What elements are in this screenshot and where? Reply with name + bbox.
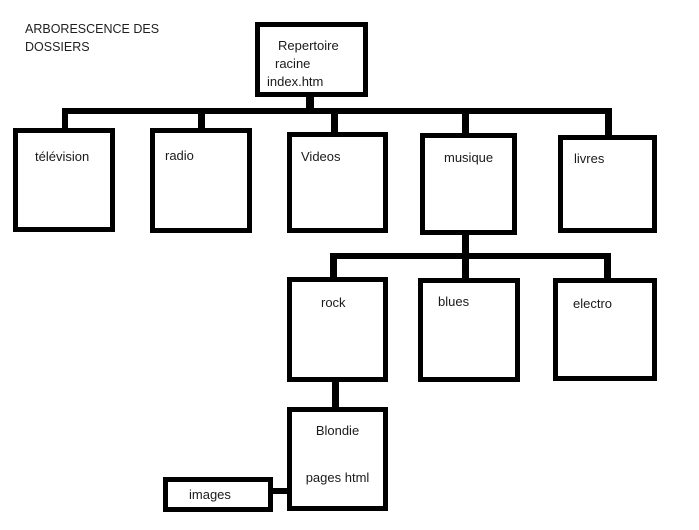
node-television-label: télévision bbox=[35, 149, 90, 164]
connector-drop-electro bbox=[604, 253, 611, 281]
node-images-label: images bbox=[189, 487, 231, 502]
node-repertoire-racine: Repertoire racine index.htm bbox=[255, 22, 368, 97]
node-livres-label: livres bbox=[574, 151, 605, 166]
node-repertoire-line1: Repertoire bbox=[278, 38, 339, 53]
node-blues-label: blues bbox=[438, 294, 470, 309]
node-electro: electro bbox=[553, 278, 657, 381]
connector-drop-radio bbox=[198, 108, 205, 131]
node-electro-label: electro bbox=[573, 296, 613, 311]
connector-root-stub bbox=[306, 94, 314, 114]
node-blondie-line1: Blondie bbox=[315, 423, 360, 438]
connector-drop-videos bbox=[331, 108, 338, 135]
node-radio-label: radio bbox=[165, 148, 194, 163]
node-videos: Videos bbox=[287, 132, 388, 233]
connector-drop-rock bbox=[330, 253, 337, 280]
node-images: images bbox=[163, 477, 273, 512]
diagram-title-line2: DOSSIERS bbox=[25, 40, 90, 54]
node-musique-label: musique bbox=[444, 150, 494, 165]
node-radio: radio bbox=[150, 128, 252, 233]
node-repertoire-line2: racine bbox=[275, 56, 311, 71]
node-repertoire-line3: index.htm bbox=[267, 74, 324, 89]
node-rock-label: rock bbox=[321, 295, 346, 310]
connector-drop-blues bbox=[462, 253, 469, 281]
connector-drop-television bbox=[62, 108, 68, 132]
node-television: télévision bbox=[13, 128, 115, 232]
connector-images-link bbox=[268, 488, 292, 494]
node-rock: rock bbox=[287, 277, 388, 382]
node-blues: blues bbox=[418, 278, 520, 382]
connector-drop-musique bbox=[462, 108, 469, 136]
connector-level2-horizontal bbox=[330, 253, 611, 259]
node-musique: musique bbox=[420, 133, 517, 235]
diagram-title-line1: ARBORESCENCE DES bbox=[25, 22, 160, 36]
node-videos-label: Videos bbox=[301, 149, 341, 164]
connector-musique-stub bbox=[462, 233, 469, 257]
node-blondie-line2: pages html bbox=[305, 470, 370, 485]
node-blondie: Blondie pages html bbox=[287, 407, 388, 511]
connector-drop-livres bbox=[605, 108, 612, 138]
node-livres: livres bbox=[558, 135, 657, 233]
diagram-title: ARBORESCENCE DES DOSSIERS bbox=[25, 20, 159, 56]
connector-rock-stub bbox=[332, 380, 339, 410]
